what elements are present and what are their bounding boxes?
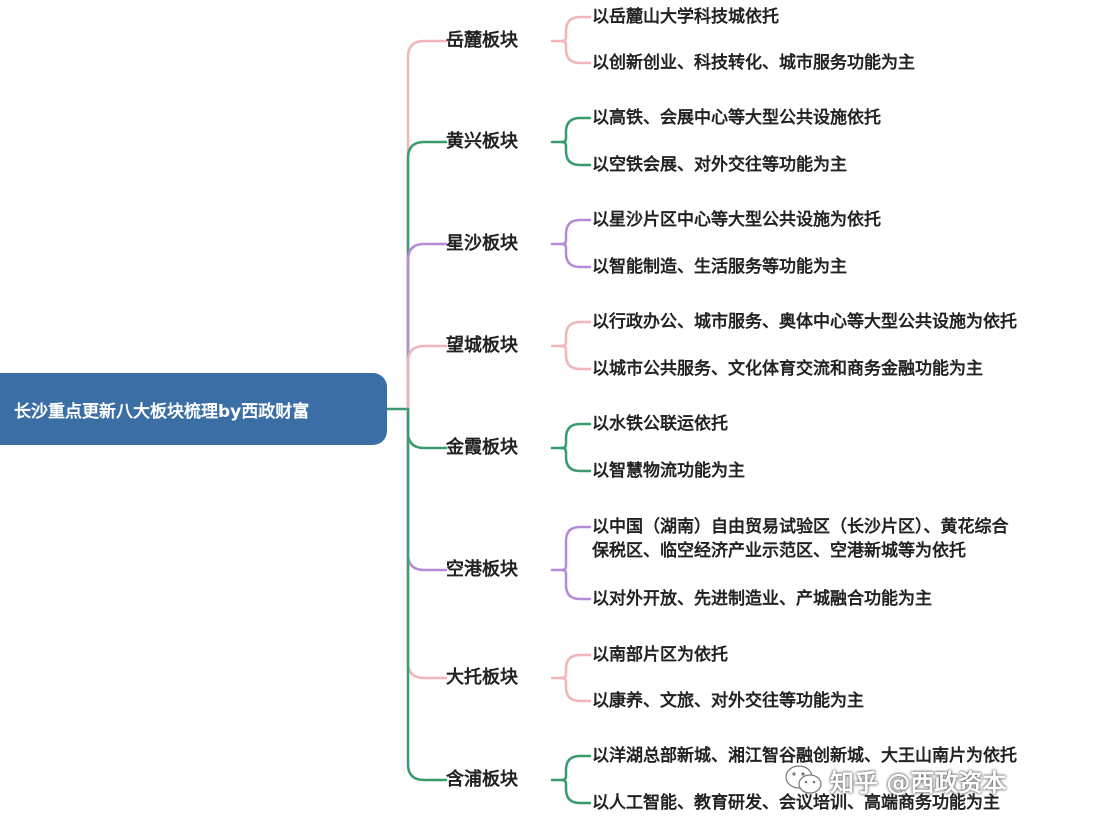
leaf-node[interactable]: 以高铁、会展中心等大型公共设施依托	[592, 106, 1102, 130]
leaf-text: 以水铁公联运依托	[592, 414, 728, 434]
leaf-connector	[560, 525, 592, 572]
leaf-connector	[560, 778, 592, 805]
branch-connector	[406, 407, 448, 680]
leaf-node[interactable]: 以行政办公、城市服务、奥体中心等大型公共设施为依托	[592, 310, 1102, 334]
leaf-connector	[560, 242, 592, 269]
leaf-connector	[560, 422, 592, 450]
leaf-connector	[560, 446, 592, 473]
leaf-node[interactable]: 以智慧物流功能为主	[592, 459, 1102, 483]
branch-node-yuelu[interactable]: 岳麓板块	[446, 26, 546, 56]
leaf-connector	[560, 754, 592, 782]
root-title: 长沙重点更新八大板块梳理by西政财富	[14, 401, 310, 422]
branch-connector	[406, 344, 448, 411]
leaf-text: 以创新创业、科技转化、城市服务功能为主	[592, 53, 915, 73]
watermark-text: 知乎 @西政资本	[830, 768, 1007, 797]
leaf-text: 以高铁、会展中心等大型公共设施依托	[592, 108, 881, 128]
leaf-node[interactable]: 以智能制造、生活服务等功能为主	[592, 255, 1102, 279]
leaf-text: 以对外开放、先进制造业、产城融合功能为主	[592, 589, 932, 609]
branch-label: 金霞板块	[446, 437, 518, 458]
leaf-node[interactable]: 以创新创业、科技转化、城市服务功能为主	[592, 51, 1102, 75]
leaf-text: 以行政办公、城市服务、奥体中心等大型公共设施为依托	[592, 312, 1017, 332]
branch-connector	[406, 39, 448, 411]
leaf-connector	[560, 39, 592, 65]
branch-label: 星沙板块	[446, 233, 518, 254]
branch-node-wangcheng[interactable]: 望城板块	[446, 331, 546, 361]
leaf-connector	[560, 140, 592, 167]
leaf-text: 以空铁会展、对外交往等功能为主	[592, 155, 847, 175]
branch-label: 大托板块	[446, 667, 518, 688]
branch-connector	[406, 407, 448, 782]
leaf-connector	[560, 218, 592, 246]
watermark: 知乎 @西政资本	[784, 762, 1006, 798]
branch-connector	[406, 140, 448, 411]
branch-connector	[406, 242, 448, 411]
branch-label: 空港板块	[446, 559, 518, 580]
branch-label: 黄兴板块	[446, 131, 518, 152]
leaf-text: 以洋湖总部新城、湘江智谷融创新城、大王山南片为依托	[592, 746, 1017, 766]
leaf-node[interactable]: 以对外开放、先进制造业、产城融合功能为主	[592, 587, 1102, 611]
leaf-text: 以岳麓山大学科技城依托	[592, 7, 779, 27]
branch-connector	[406, 407, 448, 572]
branch-node-datuo[interactable]: 大托板块	[446, 663, 546, 693]
leaf-connector	[560, 568, 592, 601]
leaf-connector	[560, 344, 592, 371]
leaf-text: 以星沙片区中心等大型公共设施为依托	[592, 210, 881, 230]
leaf-text-line: 保税区、临空经济产业示范区、空港新城等为依托	[592, 541, 966, 561]
leaf-node[interactable]: 以人工智能、教育研发、会议培训、高端商务功能为主	[592, 791, 1102, 815]
leaf-text: 以南部片区为依托	[592, 645, 728, 665]
leaf-text: 以人工智能、教育研发、会议培训、高端商务功能为主	[592, 793, 1000, 813]
leaf-connector	[560, 320, 592, 348]
leaf-text: 以智慧物流功能为主	[592, 461, 745, 481]
root-node[interactable]: 长沙重点更新八大板块梳理by西政财富	[0, 373, 387, 445]
leaf-connector	[560, 15, 592, 43]
branch-connector	[406, 407, 448, 450]
leaf-node[interactable]: 以星沙片区中心等大型公共设施为依托	[592, 208, 1102, 232]
branch-node-hanpu[interactable]: 含浦板块	[446, 765, 546, 795]
leaf-node[interactable]: 以康养、文旅、对外交往等功能为主	[592, 689, 1102, 713]
leaf-node[interactable]: 以中国（湖南）自由贸易试验区（长沙片区）、黄花综合 保税区、临空经济产业示范区、…	[592, 515, 1102, 563]
branch-label: 望城板块	[446, 335, 518, 356]
wechat-icon	[784, 763, 824, 797]
leaf-node[interactable]: 以洋湖总部新城、湘江智谷融创新城、大王山南片为依托	[592, 744, 1102, 768]
leaf-node[interactable]: 以南部片区为依托	[592, 643, 1102, 667]
branch-node-konggang[interactable]: 空港板块	[446, 555, 546, 585]
branch-label: 岳麓板块	[446, 30, 518, 51]
branch-node-huangxing[interactable]: 黄兴板块	[446, 127, 546, 157]
branch-node-xingsha[interactable]: 星沙板块	[446, 229, 546, 259]
leaf-connector	[560, 653, 592, 680]
branch-node-jinxia[interactable]: 金霞板块	[446, 433, 546, 463]
leaf-connector	[560, 676, 592, 703]
leaf-text: 以康养、文旅、对外交往等功能为主	[592, 691, 864, 711]
leaf-node[interactable]: 以城市公共服务、文化体育交流和商务金融功能为主	[592, 357, 1102, 381]
branch-label: 含浦板块	[446, 769, 518, 790]
leaf-node[interactable]: 以水铁公联运依托	[592, 412, 1102, 436]
leaf-text: 以智能制造、生活服务等功能为主	[592, 257, 847, 277]
leaf-node[interactable]: 以空铁会展、对外交往等功能为主	[592, 153, 1102, 177]
leaf-text: 以城市公共服务、文化体育交流和商务金融功能为主	[592, 359, 983, 379]
leaf-connector	[560, 116, 592, 144]
leaf-text-line: 以中国（湖南）自由贸易试验区（长沙片区）、黄花综合	[592, 517, 1009, 537]
leaf-node[interactable]: 以岳麓山大学科技城依托	[592, 5, 1102, 29]
